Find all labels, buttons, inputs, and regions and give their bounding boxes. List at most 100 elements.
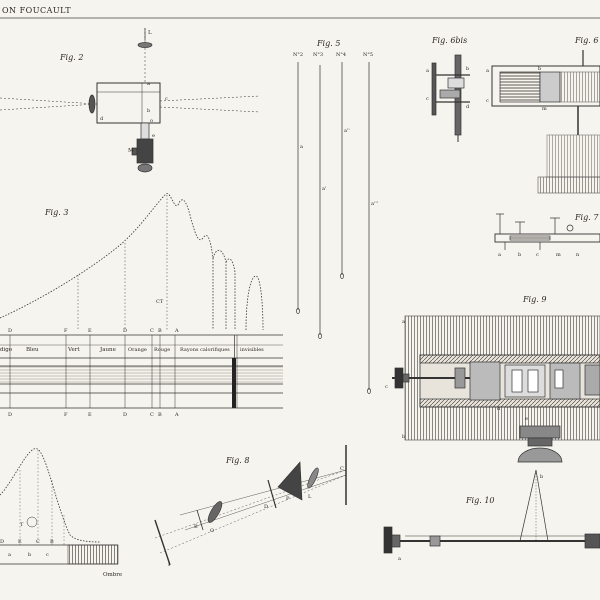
fig3-band-indigo: digo [0,347,13,353]
fig6-title: Fig. 6 [574,36,598,45]
fig5-col-2: N°2 [293,52,303,58]
fig9-letter-b: b [402,434,405,440]
fig9-letter-d: d [497,406,501,412]
figure-9: Fig. 9 a b c d e [385,295,600,463]
fig5-mark-a1: a' [322,186,326,192]
fig3-top-E: E [88,328,92,334]
fig3-band-rouge: Rouge [154,347,170,353]
fig8-lens-O [207,501,223,523]
fig8-letter-P: P [286,496,290,502]
fig8-letter-C: C [340,466,344,472]
fig5-col-5: N°5 [363,52,373,58]
fig2-top-lens [137,42,153,48]
fig5-col-4: N°4 [336,52,346,58]
fig6-letter-b: b [538,66,541,72]
fig3-bottom-C: C [150,412,154,418]
fig2-letter-c: c [165,96,168,102]
fig8-letter-O: O [210,528,214,534]
fig3-top-A: A [174,328,179,334]
fig3-band-bleu: Bleu [26,347,39,353]
fig3-title: Fig. 3 [44,208,68,217]
fig3-band-orange: Orange [128,347,147,353]
fig9-title: Fig. 9 [522,295,546,304]
figure-10: Fig. 10 a b [383,469,600,562]
fig6bis-letter-d: d [466,104,470,110]
fig3-top-D2: D [123,328,127,334]
fig2-letter-d: d [100,116,104,122]
fig7-letter-m: m [556,252,561,258]
fig2-box [96,82,161,124]
fig8-prism [277,461,303,501]
fig6bis-letter-a: a [426,68,429,74]
fig5-title: Fig. 5 [316,39,340,48]
fig6-letter-m: m [542,106,547,112]
fig3-curve-label: CT [156,299,164,305]
figure-5: Fig. 5 N°2 N°3 N°4 N°5 a a' a'' a''' [293,39,378,394]
figure-7: Fig. 7 a b c m n [494,213,600,258]
fig4-shadow [67,544,119,565]
fig4-caption: Ombre [103,572,122,578]
fig5-mark-a3: a''' [371,201,378,207]
page-header: ON FOUCAULT [0,6,600,19]
fig2-letter-M: M [128,148,134,154]
figure-6: Fig. 6 a b c m [486,36,600,194]
fig7-letter-c: c [536,252,539,258]
fig8-lens-L [307,467,319,489]
fig3-top-D1: D [8,328,12,334]
fig3-bottom-E: E [88,412,92,418]
fig4-letter-E: E [18,539,22,545]
fig2-lens [88,94,96,114]
fig6-letter-a: a [486,68,489,74]
figure-8: Fig. 8 C L P D O B I [154,445,347,568]
figure-4: T D E C B a b c Ombre [0,448,122,578]
fig4-letter-D: D [0,539,4,545]
fig3-bottom-A: A [174,412,179,418]
fig2-microscope [136,138,154,164]
figure-3: Fig. 3 CT D F E D C B A digo [0,193,283,418]
fig8-letter-I: I [168,562,170,568]
fig8-letter-D: D [264,504,268,510]
fig3-bottom-D2: D [123,412,127,418]
fig8-letter-L: L [308,494,312,500]
running-title: ON FOUCAULT [2,6,71,15]
fig10-letter-a: a [398,556,401,562]
fig4-center-label: T [20,522,24,528]
fig6bis-letter-c: c [426,96,429,102]
fig3-bottom-D1: D [8,412,12,418]
fig2-letter-e: e [152,133,155,139]
fig5-mark-a2: a'' [344,128,350,134]
fig3-top-C: C [150,328,154,334]
fig6-letter-c: c [486,98,489,104]
fig3-bottom-F: F [64,412,68,418]
fig9-letter-e: e [525,416,528,422]
fig2-letter-b: b [147,108,150,114]
fig3-top-B: B [158,328,162,334]
fig5-col-3: N°3 [313,52,323,58]
fig7-letter-a: a [498,252,501,258]
fig4-letter-a: a [8,552,11,558]
fig2-title: Fig. 2 [59,53,83,62]
fig7-letter-n: n [576,252,580,258]
fig4-curve [0,448,101,543]
fig8-title: Fig. 8 [225,456,249,465]
fig3-bottom-B: B [158,412,162,418]
fig6bis-letter-b: b [466,66,469,72]
fig10-letter-b: b [540,474,543,480]
fig8-letter-B: B [194,524,198,530]
fig3-top-F: F [64,328,68,334]
fig9-letter-a: a [402,319,405,325]
figure-6bis: Fig. 6bis a b c d [426,36,470,142]
fig4-letter-B: B [50,539,54,545]
fig7-title: Fig. 7 [574,213,599,222]
fig3-band-invisibles: invisibles [240,347,264,353]
fig2-letter-L: L [148,30,152,36]
fig3-band-rayons: Rayons calorifiques [180,347,230,353]
fig6bis-title: Fig. 6bis [431,36,467,45]
fig7-letter-b: b [518,252,521,258]
figure-2: Fig. 2 L a b c d o M e [0,28,261,173]
fig2-letter-o: o [150,118,153,124]
fig4-letter-b: b [28,552,31,558]
fig6-base [546,134,600,178]
fig4-letter-c: c [46,552,49,558]
